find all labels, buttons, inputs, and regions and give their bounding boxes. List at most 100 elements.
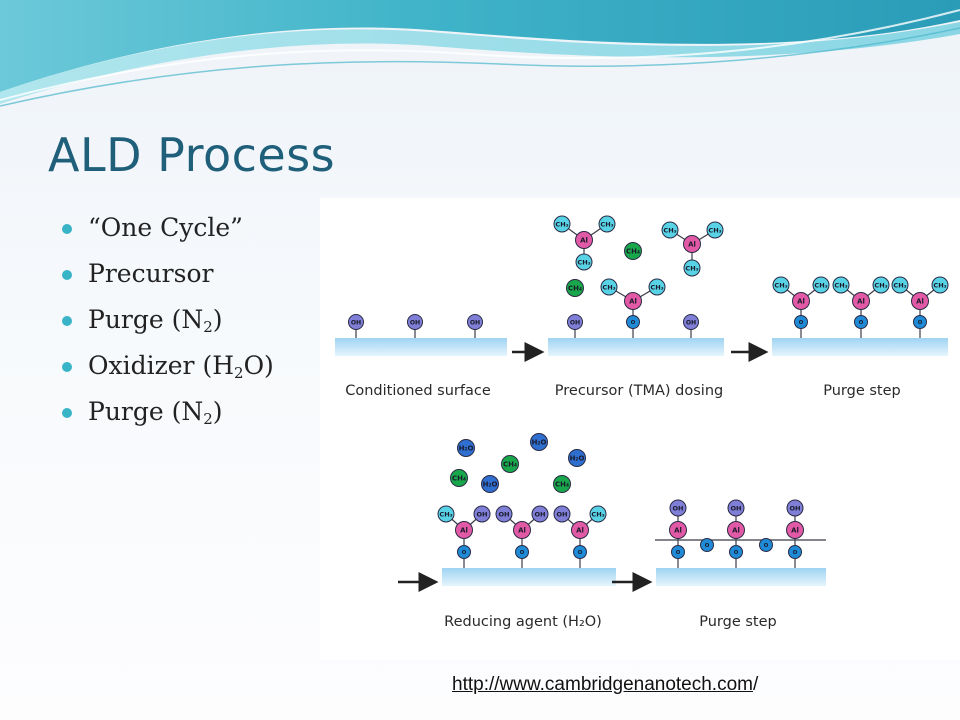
svg-text:O: O <box>462 550 467 556</box>
oh-atom: OH <box>348 314 364 330</box>
al-atom: Al <box>911 292 929 310</box>
o-atom: O <box>671 545 685 559</box>
bullet-item: Purge (N2) <box>60 300 274 346</box>
svg-text:OH: OH <box>672 505 683 513</box>
bond-layer <box>355 223 941 577</box>
svg-text:O: O <box>520 550 525 556</box>
svg-text:CH₄: CH₄ <box>555 481 569 489</box>
ch3-atom: CH₃ <box>661 221 679 239</box>
svg-text:CH₃: CH₃ <box>439 511 452 519</box>
o-atom: O <box>700 538 714 552</box>
step-caption-conditioned: Conditioned surface <box>345 383 491 399</box>
svg-text:OH: OH <box>534 511 545 519</box>
svg-text:O: O <box>799 320 804 326</box>
al-atom: Al <box>624 292 642 310</box>
o-atom: O <box>626 315 640 329</box>
bullet-dot-icon <box>62 408 72 418</box>
ch3-atom: CH₃ <box>772 276 790 294</box>
slide-title: ALD Process <box>48 128 336 182</box>
bullet-dot-icon <box>62 362 72 372</box>
h2o-atom: H₂O <box>530 433 548 451</box>
bullet-text-tail: O) <box>243 351 274 380</box>
ch3-atom: CH₃ <box>872 276 890 294</box>
svg-text:O: O <box>764 543 769 549</box>
svg-text:CH₃: CH₃ <box>600 221 613 229</box>
ch3-atom: CH₃ <box>575 253 593 271</box>
svg-text:CH₄: CH₄ <box>626 248 640 256</box>
bullet-text-tail: ) <box>212 397 223 426</box>
oh-atom: OH <box>553 505 571 523</box>
al-atom: Al <box>455 521 473 539</box>
ch3-atom: CH₃ <box>598 215 616 233</box>
svg-text:OH: OH <box>570 319 580 326</box>
svg-text:OH: OH <box>410 319 420 326</box>
svg-text:CH₃: CH₃ <box>685 265 698 273</box>
bullet-text: Oxidizer (H <box>88 351 235 380</box>
bullet-text: “One Cycle” <box>88 213 243 242</box>
o-atom: O <box>573 545 587 559</box>
svg-text:CH₃: CH₃ <box>555 221 568 229</box>
svg-text:Al: Al <box>916 298 924 306</box>
svg-text:Al: Al <box>688 241 696 249</box>
svg-text:H₂O: H₂O <box>483 481 498 489</box>
svg-text:CH₃: CH₃ <box>874 282 887 290</box>
svg-text:OH: OH <box>730 505 741 513</box>
o-atom: O <box>788 545 802 559</box>
svg-text:Al: Al <box>576 527 584 535</box>
svg-text:CH₃: CH₃ <box>933 282 946 290</box>
step-caption-precursor: Precursor (TMA) dosing <box>555 383 723 399</box>
svg-text:Al: Al <box>797 298 805 306</box>
bullet-item: Precursor <box>60 254 274 300</box>
al-atom: Al <box>727 521 745 539</box>
source-citation: http://www.cambridgenanotech.com/ <box>452 674 758 696</box>
oh-atom: OH <box>467 314 483 330</box>
svg-text:CH₃: CH₃ <box>774 282 787 290</box>
svg-text:Al: Al <box>674 527 682 535</box>
svg-text:OH: OH <box>498 511 509 519</box>
svg-text:Al: Al <box>732 527 740 535</box>
source-url-link[interactable]: http://www.cambridgenanotech.com <box>452 674 753 695</box>
bullet-item: “One Cycle” <box>60 208 274 254</box>
svg-text:O: O <box>918 320 923 326</box>
svg-text:CH₄: CH₄ <box>503 461 517 469</box>
ch4-atom: CH₄ <box>566 279 584 297</box>
svg-text:Al: Al <box>460 527 468 535</box>
svg-text:Al: Al <box>857 298 865 306</box>
step-caption-purge1: Purge step <box>823 383 900 399</box>
svg-text:O: O <box>676 550 681 556</box>
oh-atom: OH <box>407 314 423 330</box>
al-atom: Al <box>575 231 593 249</box>
oh-atom: OH <box>473 505 491 523</box>
o-atom: O <box>913 315 927 329</box>
al-atom: Al <box>683 235 701 253</box>
ch3-atom: CH₃ <box>812 276 830 294</box>
al-atom: Al <box>792 292 810 310</box>
svg-text:CH₃: CH₃ <box>814 282 827 290</box>
al-atom: Al <box>513 521 531 539</box>
atom-layer: SiOHSiOHSiOHSiOHSiOHSiOCH₃CH₃AlCH₃CH₃CH₃… <box>347 215 949 586</box>
ch3-atom: CH₃ <box>891 276 909 294</box>
svg-text:OH: OH <box>476 511 487 519</box>
o-atom: O <box>729 545 743 559</box>
oh-atom: OH <box>669 499 687 517</box>
svg-text:CH₄: CH₄ <box>568 285 582 293</box>
svg-text:O: O <box>705 543 710 549</box>
svg-text:OH: OH <box>556 511 567 519</box>
svg-text:O: O <box>578 550 583 556</box>
ch3-atom: CH₃ <box>553 215 571 233</box>
bullet-item: Oxidizer (H2O) <box>60 346 274 392</box>
ch3-atom: CH₃ <box>648 278 666 296</box>
svg-text:OH: OH <box>686 319 696 326</box>
svg-text:CH₃: CH₃ <box>834 282 847 290</box>
bullet-text: Precursor <box>88 259 214 288</box>
h2o-atom: H₂O <box>457 439 475 457</box>
bullet-text: Purge (N <box>88 305 204 334</box>
al-atom: Al <box>786 521 804 539</box>
o-atom: O <box>854 315 868 329</box>
o-atom: O <box>515 545 529 559</box>
bullet-subscript: 2 <box>203 318 213 336</box>
ch3-atom: CH₃ <box>589 505 607 523</box>
oh-atom: OH <box>567 314 583 330</box>
substrate-layer <box>335 338 507 356</box>
